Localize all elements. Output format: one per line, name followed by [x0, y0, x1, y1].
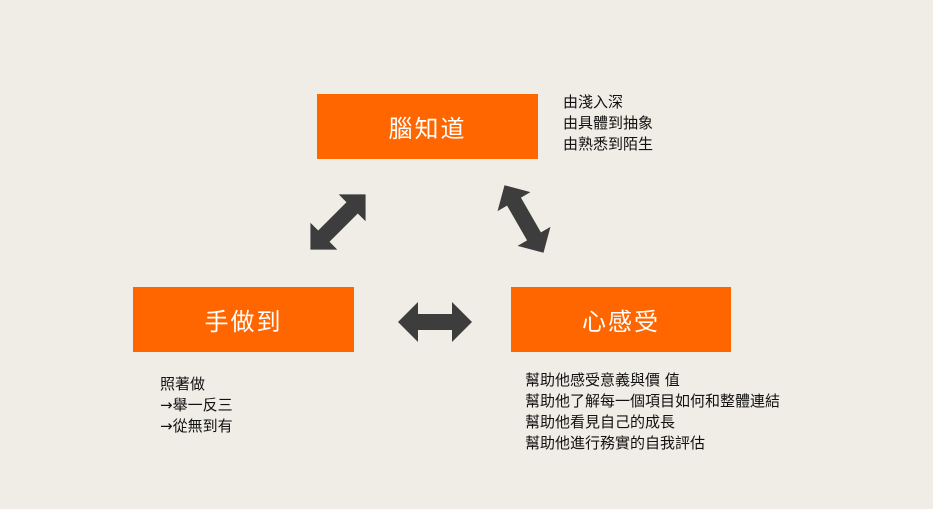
node-brain-box: 腦知道: [317, 94, 538, 159]
note-line: →從無到有: [160, 417, 233, 435]
double-arrow-top-right: [497, 185, 551, 253]
note-line: 由熟悉到陌生: [563, 135, 654, 153]
note-line: 由具體到抽象: [563, 114, 654, 132]
note-line: 幫助他看見自己的成長: [525, 413, 676, 431]
note-line: 幫助他了解每一個項目如何和整體連結: [525, 392, 781, 410]
node-hand-box: 手做到: [133, 287, 354, 352]
note-line: →舉一反三: [160, 396, 233, 414]
note-line: 幫助他感受意義與價 值: [525, 371, 680, 389]
node-heart-box: 心感受: [511, 287, 731, 352]
node-hand-label: 手做到: [204, 308, 283, 336]
double-arrow-left-right: [398, 302, 472, 342]
node-brain-notes: 由淺入深 由具體到抽象 由熟悉到陌生: [563, 92, 653, 155]
note-line: 幫助他進行務實的自我評估: [525, 434, 706, 452]
note-line: 照著做: [160, 375, 206, 393]
note-line: 由淺入深: [563, 93, 624, 111]
node-heart-notes: 幫助他感受意義與價 值 幫助他了解每一個項目如何和整體連結 幫助他看見自己的成長…: [525, 370, 780, 454]
node-brain-label: 腦知道: [388, 115, 467, 143]
double-arrow-top-left: [310, 194, 366, 250]
node-heart-label: 心感受: [582, 308, 660, 336]
node-hand-notes: 照著做 →舉一反三 →從無到有: [160, 374, 233, 437]
